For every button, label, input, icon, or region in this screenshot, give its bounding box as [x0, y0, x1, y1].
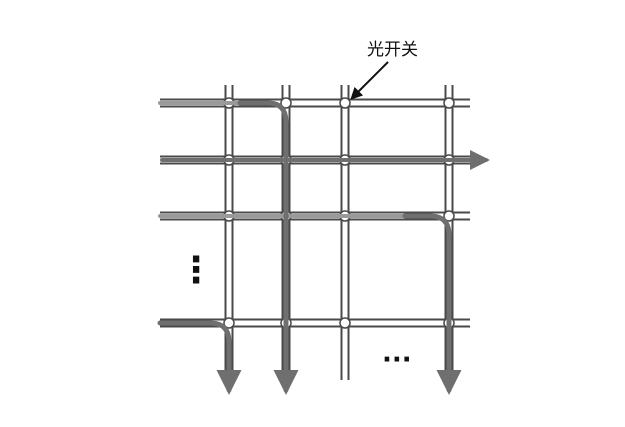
- horizontal-ellipsis: ···: [382, 345, 412, 375]
- vertical-ellipsis: ⋮: [178, 250, 214, 291]
- switch-label: 光开关: [367, 40, 418, 60]
- waveguide-grid: [160, 85, 470, 380]
- switch-pointer-arrow: [350, 61, 389, 100]
- light-paths: [157, 100, 490, 395]
- light-path-turn-row1-col2: [237, 100, 299, 395]
- light-path-turn-row4-col1: [157, 320, 242, 395]
- light-path-turn-row3-col4: [402, 213, 462, 395]
